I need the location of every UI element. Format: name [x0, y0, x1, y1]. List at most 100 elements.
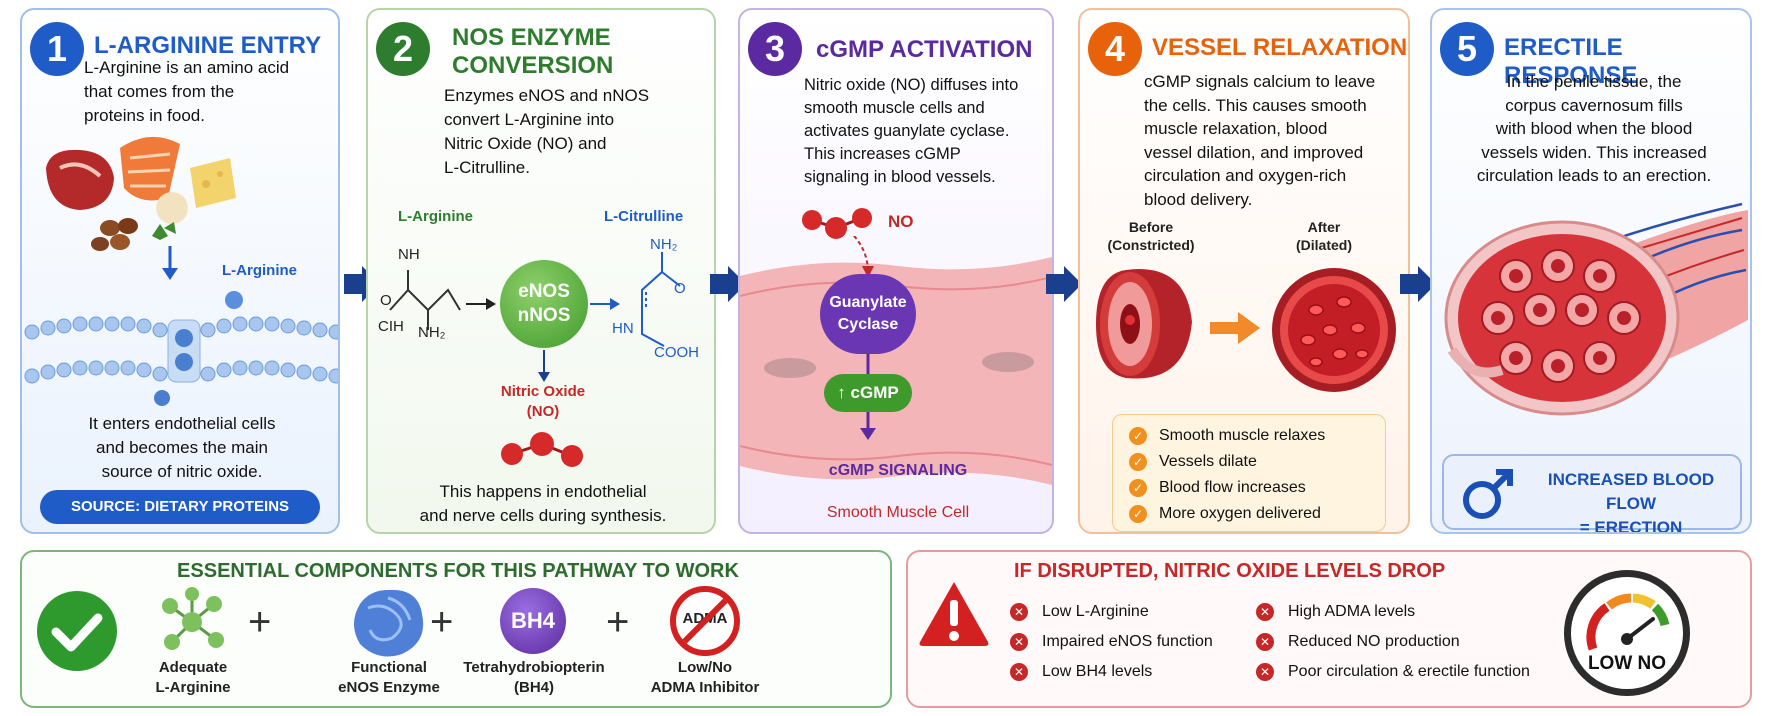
atom-label: NH [398, 246, 420, 263]
right-arrow-icon [466, 298, 496, 310]
panel-title: VESSEL RELAXATION [1152, 34, 1408, 61]
disruption-item: ✕Low BH4 levels [1010, 660, 1152, 684]
atom-label: CIH [378, 318, 404, 335]
disruption-item: ✕Low L-Arginine [1010, 600, 1149, 624]
increased-blood-flow-box: INCREASED BLOOD FLOW = ERECTION [1442, 454, 1742, 532]
flow-arrow-icon [710, 266, 746, 302]
step-number-1: 1 [30, 22, 84, 76]
panel-vessel-relaxation: 4 VESSEL RELAXATION cGMP signals calcium… [1078, 8, 1410, 534]
panel-intro: Nitric oxide (NO) diffuses into smooth m… [804, 76, 1019, 186]
x-icon: ✕ [1256, 633, 1274, 651]
dilated-vessel-illustration [1272, 268, 1396, 392]
atom-label: O [674, 280, 686, 297]
disruption-box: IF DISRUPTED, NITRIC OXIDE LEVELS DROP ✕… [906, 550, 1752, 708]
x-icon: ✕ [1256, 603, 1274, 621]
check-icon: ✓ [1129, 453, 1147, 471]
panel-title: cGMP ACTIVATION [816, 36, 1033, 63]
plus-sign: + [248, 600, 272, 644]
check-item: ✓Blood flow increases [1129, 475, 1369, 501]
step-number-3: 3 [748, 22, 802, 76]
atom-label: NH₂ [650, 236, 678, 253]
protein-foods-illustration [46, 136, 236, 251]
check-icon: ✓ [1129, 505, 1147, 523]
components-title: ESSENTIAL COMPONENTS FOR THIS PATHWAY TO… [177, 560, 739, 582]
down-arrow-icon [162, 246, 178, 280]
component-label: Adequate L-Arginine [155, 659, 231, 696]
panel-erectile-response: 5 ERECTILE RESPONSE In the penile tissue… [1430, 8, 1752, 534]
orange-arrow-icon [1210, 312, 1260, 344]
check-item: ✓Smooth muscle relaxes [1129, 423, 1369, 449]
relaxation-results-box: ✓Smooth muscle relaxes ✓Vessels dilate ✓… [1112, 414, 1386, 532]
x-icon: ✕ [1010, 603, 1028, 621]
checkmark-icon [37, 591, 117, 671]
no-adma-icon: ADMA [670, 586, 740, 656]
panel-outro: It enters endothelial cells and becomes … [88, 414, 276, 481]
gauge-dial-icon [1586, 593, 1670, 651]
component-label: Low/No ADMA Inhibitor [650, 659, 760, 696]
constricted-vessel-illustration [1096, 269, 1192, 379]
disruption-item: ✕Impaired eNOS function [1010, 630, 1213, 654]
panel-intro: Enzymes eNOS and nNOS convert L-Arginine… [444, 86, 650, 177]
l-arginine-molecule-icon [162, 587, 224, 650]
essential-components-box: ESSENTIAL COMPONENTS FOR THIS PATHWAY TO… [20, 550, 892, 708]
enos-enzyme-icon [354, 589, 424, 657]
right-arrow-icon [590, 298, 620, 310]
panel-l-arginine-entry: 1 L-ARGININE ENTRY L-Arginine is an amin… [20, 8, 340, 534]
atom-label: O [380, 292, 392, 309]
x-icon: ✕ [1010, 633, 1028, 651]
cgmp-increase-badge: ↑ cGMP [824, 374, 912, 412]
component-label: Functional eNOS Enzyme [338, 659, 440, 696]
atom-label: COOH [654, 344, 699, 361]
enos-nnos-enzyme: eNOS nNOS [500, 260, 588, 348]
low-no-gauge: LOW NO [1564, 570, 1690, 696]
smooth-muscle-cell-label: Smooth Muscle Cell [826, 504, 970, 521]
step-number-2: 2 [376, 22, 430, 76]
component-label: Tetrahydrobiopterin (BH4) [463, 659, 605, 696]
panel-title: ERECTILE RESPONSE [1504, 34, 1638, 89]
l-arginine-structure [389, 270, 461, 330]
disruption-item: ✕Poor circulation & erectile function [1256, 660, 1530, 684]
bh4-icon: BH4 [500, 588, 566, 654]
source-badge: SOURCE: DIETARY PROTEINS [40, 490, 320, 524]
disruption-item: ✕High ADMA levels [1256, 600, 1415, 624]
panel-intro: In the penile tissue, the corpus caverno… [1476, 72, 1712, 185]
panel-cgmp-activation: 3 cGMP ACTIVATION Nitric oxide (NO) diff… [738, 8, 1054, 534]
l-citrulline-structure [641, 252, 681, 347]
panel-outro: This happens in endothelial and nerve ce… [419, 482, 667, 525]
atom-label: NH₂ [418, 324, 446, 341]
step-number-4: 4 [1088, 22, 1142, 76]
cgmp-signaling-label: cGMP SIGNALING [828, 462, 968, 479]
corpus-cavernosum-illustration [1444, 202, 1748, 416]
warning-icon [919, 582, 989, 646]
atom-label: HN [612, 320, 634, 337]
panel-intro: L-Arginine is an amino acid that comes f… [84, 58, 290, 125]
no-molecule-icon [501, 432, 583, 467]
no-molecule-icon [802, 208, 872, 239]
l-citrulline-label: L-Citrulline [604, 208, 684, 225]
check-icon: ✓ [1129, 427, 1147, 445]
flow-arrow-icon [1400, 266, 1436, 302]
check-item: ✓More oxygen delivered [1129, 501, 1369, 527]
before-label: Before (Constricted) [1107, 219, 1195, 253]
male-symbol-icon [1463, 469, 1513, 519]
guanylate-cyclase: Guanylate Cyclase [820, 274, 916, 354]
after-label: After (Dilated) [1296, 219, 1352, 253]
panel-title: L-ARGININE ENTRY [94, 32, 322, 59]
flow-arrow-icon [1046, 266, 1082, 302]
panel-intro: cGMP signals calcium to leave the cells.… [1144, 72, 1376, 209]
nitric-oxide-label: Nitric Oxide (NO) [500, 383, 586, 420]
check-item: ✓Vessels dilate [1129, 449, 1369, 475]
step-number-5: 5 [1440, 22, 1494, 76]
cell-membrane-illustration [24, 291, 338, 406]
x-icon: ✕ [1256, 663, 1274, 681]
gauge-label: LOW NO [1587, 653, 1667, 674]
down-arrow-icon [538, 350, 550, 382]
plus-sign: + [606, 600, 630, 644]
panel-title: NOS ENZYME CONVERSION [452, 24, 614, 79]
increased-blood-flow-text: INCREASED BLOOD FLOW = ERECTION [1547, 470, 1715, 534]
check-icon: ✓ [1129, 479, 1147, 497]
disruption-item: ✕Reduced NO production [1256, 630, 1460, 654]
molecule-label: L-Arginine [222, 262, 297, 279]
disruption-title: IF DISRUPTED, NITRIC OXIDE LEVELS DROP [1014, 560, 1446, 582]
l-arginine-label: L-Arginine [398, 208, 473, 225]
